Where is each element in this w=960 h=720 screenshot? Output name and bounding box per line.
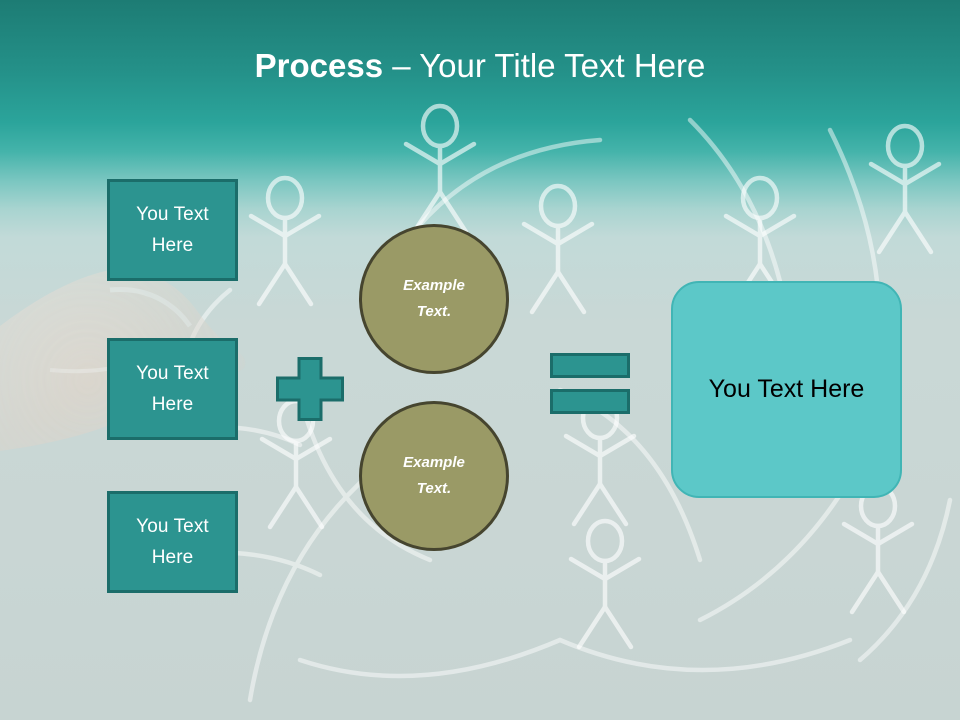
page-title: Process – Your Title Text Here (0, 47, 960, 84)
example-circle-2-line1: Example (403, 453, 465, 471)
step-box-2-label: You Text Here (136, 362, 209, 415)
equals-icon-bar-top (550, 353, 630, 378)
title-rest-part: – Your Title Text Here (383, 47, 706, 84)
result-box[interactable]: You Text Here (671, 281, 902, 498)
step-box-1-label: You Text Here (136, 203, 209, 256)
equals-icon-bar-bottom (550, 389, 630, 414)
plus-icon (276, 357, 344, 421)
step-box-1[interactable]: You Text Here (107, 179, 238, 281)
example-circle-1-line1: Example (403, 276, 465, 294)
equals-icon (550, 353, 630, 417)
step-box-3-label: You Text Here (136, 515, 209, 568)
step-box-2[interactable]: You Text Here (107, 338, 238, 440)
step-box-3[interactable]: You Text Here (107, 491, 238, 593)
example-circle-1[interactable]: Example Text. (359, 224, 509, 374)
title-strong-part: Process (254, 47, 384, 84)
example-circle-2-line2: Text. (416, 480, 452, 497)
result-box-label: You Text Here (708, 375, 865, 403)
example-circle-2[interactable]: Example Text. (359, 401, 509, 551)
example-circle-1-line2: Text. (416, 303, 452, 320)
